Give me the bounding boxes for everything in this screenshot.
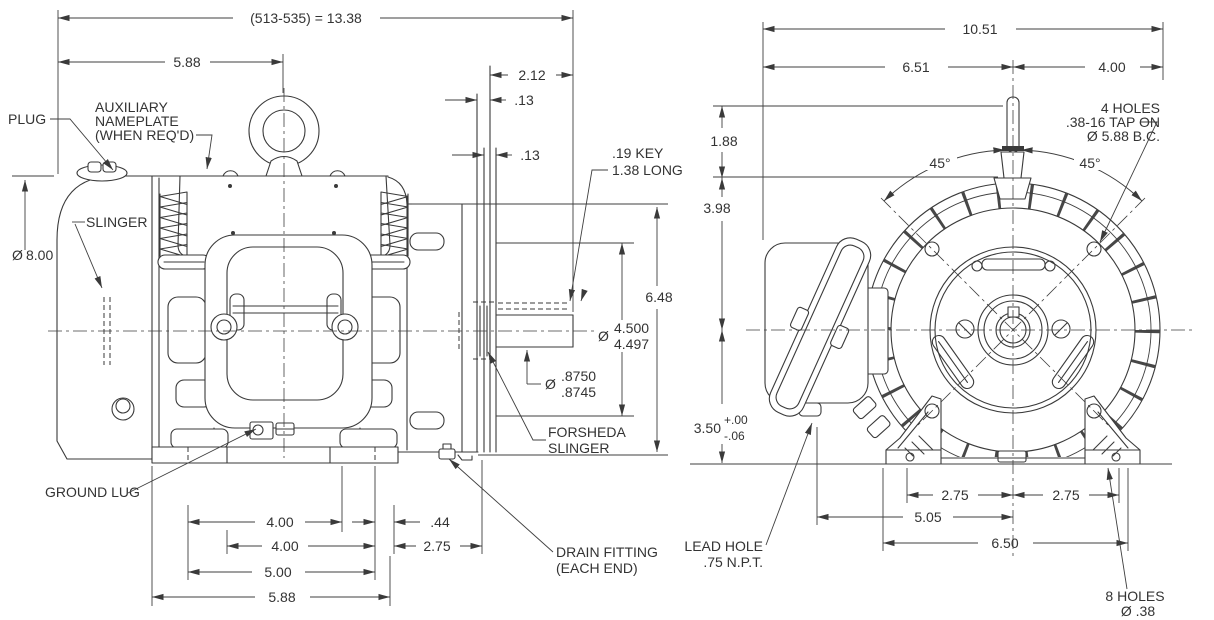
frame-window (204, 234, 373, 448)
tap-hole (1086, 241, 1102, 257)
dia-symbol: Ø (545, 376, 556, 392)
dim-angle-right: 45° (1079, 155, 1100, 171)
lead-clip (852, 396, 877, 420)
dim-foot-d: 5.00 (264, 564, 291, 580)
label-tap-holes-1: 4 HOLES (1101, 100, 1160, 116)
end-foot-left (885, 395, 942, 465)
slotted-screw-left (955, 319, 975, 339)
label-key-length: 1.38 LONG (612, 162, 683, 178)
eyebolt-end (993, 96, 1032, 200)
shaft-and-face (412, 65, 668, 456)
dim-frame-dia: 8.00 (26, 247, 53, 263)
frame-bolt-right (331, 313, 359, 341)
thru-bolt-bottom (409, 411, 445, 430)
dim-right-of-centerline: 4.00 (1098, 59, 1125, 75)
dim-shaft-extension: 2.12 (518, 67, 545, 83)
dim-rabbet-dia-lower: 4.497 (614, 336, 649, 352)
arc-slot-right (1051, 334, 1095, 390)
label-ground-lug: GROUND LUG (45, 484, 140, 500)
label-drain-fitting-2: (EACH END) (556, 560, 638, 576)
thru-bolt-top (409, 232, 445, 251)
label-slinger: SLINGER (86, 214, 147, 230)
dim-gap-b: .13 (520, 147, 540, 163)
dia-symbol: Ø (12, 247, 23, 263)
motor-body (48, 65, 668, 464)
lead-clip (866, 415, 891, 439)
dim-rabbet-dia-upper: 4.500 (614, 320, 649, 336)
conduit-box-end (764, 237, 889, 417)
dim-upper: 3.98 (703, 200, 730, 216)
vent-fins-left (159, 191, 188, 258)
label-lead-hole-2: .75 N.P.T. (703, 554, 763, 570)
dimensions-left: (513-535) = 13.38 5.88 2.12 .13 .13 6.48… (12, 10, 683, 606)
dim-overall-width: 10.51 (962, 21, 997, 37)
labels-left: PLUG AUXILIARY NAMEPLATE (WHEN REQ'D) SL… (8, 99, 658, 576)
label-key-size: .19 KEY (612, 145, 664, 161)
diagonal-centerline (880, 197, 1111, 428)
dim-top: 1.88 (710, 133, 737, 149)
label-plug: PLUG (8, 111, 46, 127)
ground-lug (249, 421, 295, 440)
label-aux-nameplate-1: AUXILIARY (95, 99, 169, 115)
dim-overall-length: (513-535) = 13.38 (250, 10, 362, 26)
dim-tol-minus: -.06 (724, 429, 745, 443)
dia-symbol: Ø (598, 328, 609, 344)
label-aux-nameplate-3: (WHEN REQ'D) (95, 127, 194, 143)
label-tap-holes-3: Ø 5.88 B.C. (1087, 128, 1160, 144)
dim-foot-offset: .44 (430, 514, 450, 530)
end-foot-right (1084, 395, 1141, 465)
box-hole (111, 397, 135, 421)
tap-hole (924, 241, 940, 257)
label-drain-fitting-1: DRAIN FITTING (556, 544, 658, 560)
label-aux-nameplate-2: NAMEPLATE (95, 113, 179, 129)
dim-left-of-centerline: 6.51 (902, 59, 929, 75)
dim-base: 5.88 (268, 589, 295, 605)
mounting-feet (151, 428, 399, 464)
conduit-box (56, 161, 160, 460)
side-view (48, 65, 668, 464)
side-lug-left (167, 296, 207, 364)
label-forsheda-slinger-2: SLINGER (548, 440, 609, 456)
label-forsheda-slinger-1: FORSHEDA (548, 424, 626, 440)
keyway (1007, 306, 1020, 318)
dim-shaft-dia-lower: .8745 (561, 384, 596, 400)
slotted-screw-right (1051, 319, 1071, 339)
dim-foot-b: 4.00 (271, 538, 298, 554)
drain-fitting (438, 443, 473, 461)
dim-shaft-dia-upper: .8750 (561, 368, 596, 384)
dim-tol-plus: +.00 (724, 413, 748, 427)
frame-bolt-left (210, 313, 238, 341)
arc-slot-left (931, 334, 975, 390)
dim-height: 6.48 (645, 289, 672, 305)
label-tap-holes-2: .38-16 TAP ON (1066, 114, 1160, 130)
dim-top-length: 5.88 (173, 54, 200, 70)
label-lead-hole-1: LEAD HOLE (684, 538, 763, 554)
dim-feet-right: 2.75 (1052, 487, 1079, 503)
top-slot (981, 258, 1046, 271)
tap-hole (1086, 403, 1102, 419)
plug-fitting (76, 164, 128, 182)
dim-foot-c: 2.75 (423, 538, 450, 554)
vent-fins-right (380, 191, 409, 258)
dimensions-right: 10.51 6.51 4.00 45° 45° 1.88 3.98 3.50 +… (694, 21, 1164, 551)
dim-gap-a: .13 (514, 92, 534, 108)
dim-shaft-height: 3.50 (694, 420, 721, 436)
label-mount-holes-2: Ø .38 (1121, 603, 1155, 619)
dim-feet-left: 2.75 (941, 487, 968, 503)
dim-foot-a: 4.00 (266, 514, 293, 530)
labels-right: 4 HOLES .38-16 TAP ON Ø 5.88 B.C. LEAD H… (684, 100, 1164, 619)
label-mount-holes-1: 8 HOLES (1105, 588, 1164, 604)
dim-feet-span: 6.50 (991, 535, 1018, 551)
tap-hole (924, 403, 940, 419)
dim-angle-left: 45° (929, 155, 950, 171)
dim-lead-span: 5.05 (914, 509, 941, 525)
